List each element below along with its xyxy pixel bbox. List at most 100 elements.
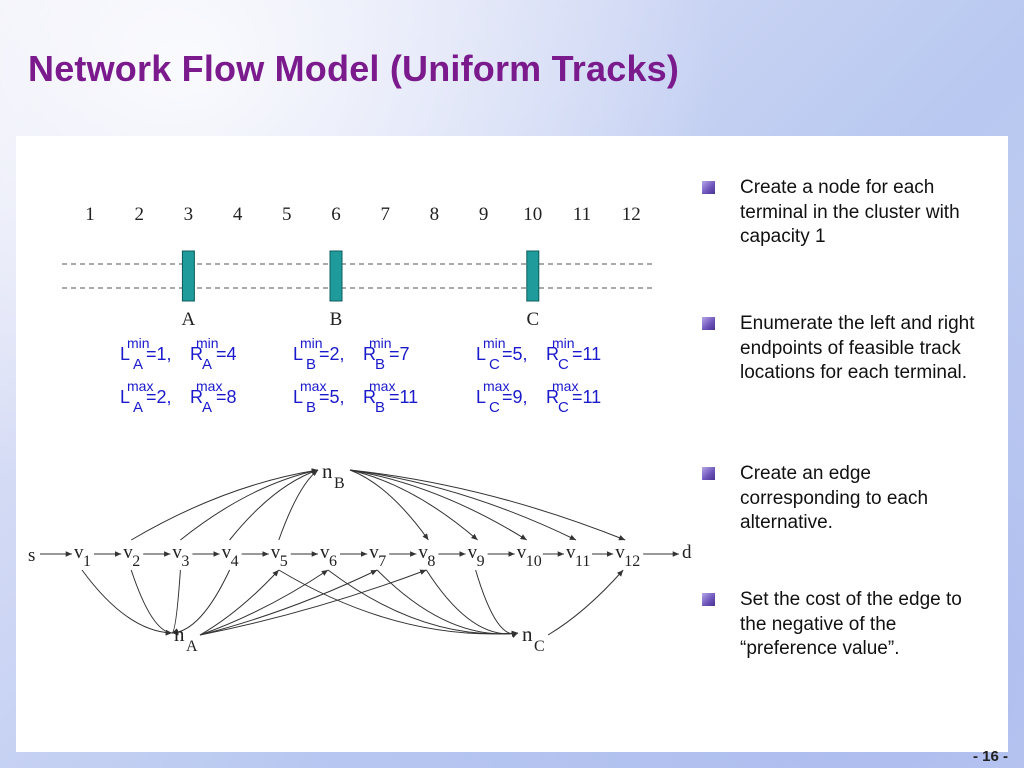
vertex-letter: v — [271, 542, 281, 563]
terminal-block — [329, 250, 343, 302]
flow-node-subscript: C — [534, 638, 545, 655]
vertex-letter: v — [517, 542, 527, 563]
constraint-value: =5, — [319, 387, 345, 407]
constraint-letter: R — [363, 387, 376, 407]
constraint-superscript: min — [483, 335, 506, 351]
constraint-superscript: max — [369, 378, 395, 394]
flow-edge — [278, 469, 319, 541]
bullet-text: Create an edge corresponding to each alt… — [740, 463, 929, 533]
terminal-block — [181, 250, 195, 302]
flow-edge — [349, 469, 478, 541]
constraint-subscript: A — [133, 356, 143, 373]
vertex-letter: v — [615, 542, 625, 563]
terminal-label: A — [182, 309, 196, 330]
vertex-index: 11 — [575, 553, 590, 570]
flow-node-subscript: B — [334, 475, 345, 492]
constraint-superscript: min — [369, 335, 392, 351]
track-number-label: 5 — [282, 204, 292, 225]
constraint-subscript: C — [489, 399, 500, 416]
vertex-index: 3 — [181, 553, 189, 570]
vertex-index: 5 — [280, 553, 288, 570]
constraint-value: =5, — [502, 344, 528, 364]
vertex-index: 4 — [231, 553, 239, 570]
constraint-subscript: B — [375, 356, 385, 373]
constraint-subscript: C — [558, 356, 569, 373]
track-number-label: 9 — [479, 204, 489, 225]
track-number-label: 11 — [573, 204, 591, 225]
flow-edge — [425, 569, 519, 637]
flow-edge — [199, 569, 280, 636]
constraint-layer: LminA=1,RminA=4LmaxA=2,RmaxA=8LminB=2,Rm… — [120, 335, 601, 416]
flow-edge — [130, 569, 173, 636]
flow-edge — [349, 469, 429, 541]
constraint-value: =8 — [216, 387, 237, 407]
bullet-square-icon — [702, 593, 715, 606]
vertex-letter: v — [74, 542, 84, 563]
flow-node-subscript: A — [186, 638, 198, 655]
track-number-label: 4 — [233, 204, 243, 225]
constraint-subscript: B — [306, 356, 316, 373]
constraint-letter: R — [546, 387, 559, 407]
flow-node: nC — [522, 622, 545, 655]
flow-edge — [199, 569, 427, 636]
constraint-value: =1, — [146, 344, 172, 364]
source-node-label: s — [28, 545, 35, 566]
vertex-letter: v — [172, 542, 182, 563]
flow-edge — [180, 468, 319, 541]
constraint-letter: R — [363, 344, 376, 364]
constraint-value: =11 — [572, 387, 601, 407]
constraint-superscript: max — [552, 378, 578, 394]
bullet-text: Enumerate the left and right endpoints o… — [740, 313, 975, 383]
constraint-superscript: min — [300, 335, 323, 351]
constraint-letter: L — [293, 387, 303, 407]
track-number-label: 8 — [430, 204, 440, 225]
sink-node-label: d — [682, 542, 692, 563]
constraint-subscript: C — [558, 399, 569, 416]
constraint-subscript: A — [202, 356, 212, 373]
vertex-index: 8 — [427, 553, 435, 570]
flow-edge — [130, 468, 319, 541]
constraint-letter: R — [190, 344, 203, 364]
flow-edge — [475, 569, 519, 638]
constraint-superscript: min — [552, 335, 575, 351]
vertex-letter: v — [320, 542, 330, 563]
track-number-label: 2 — [134, 204, 144, 225]
flow-edge — [81, 569, 173, 636]
bullet-square-icon — [702, 317, 715, 330]
constraint-value: =11 — [389, 387, 418, 407]
constraint-superscript: max — [483, 378, 509, 394]
vertex-letter: v — [222, 542, 232, 563]
constraint-letter: L — [120, 344, 130, 364]
constraint-superscript: max — [127, 378, 153, 394]
vertex-letter: v — [369, 542, 379, 563]
track-number-label: 6 — [331, 204, 341, 225]
vertex-letter: v — [468, 542, 478, 563]
page-number: - 16 - — [972, 748, 1008, 765]
terminal-label: B — [330, 309, 343, 330]
constraint-letter: R — [546, 344, 559, 364]
vertex-index: 2 — [132, 553, 140, 570]
bullet-square-icon — [702, 181, 715, 194]
flow-edge — [229, 469, 319, 541]
flow-edge — [349, 469, 577, 541]
track-number-label: 12 — [622, 204, 641, 225]
